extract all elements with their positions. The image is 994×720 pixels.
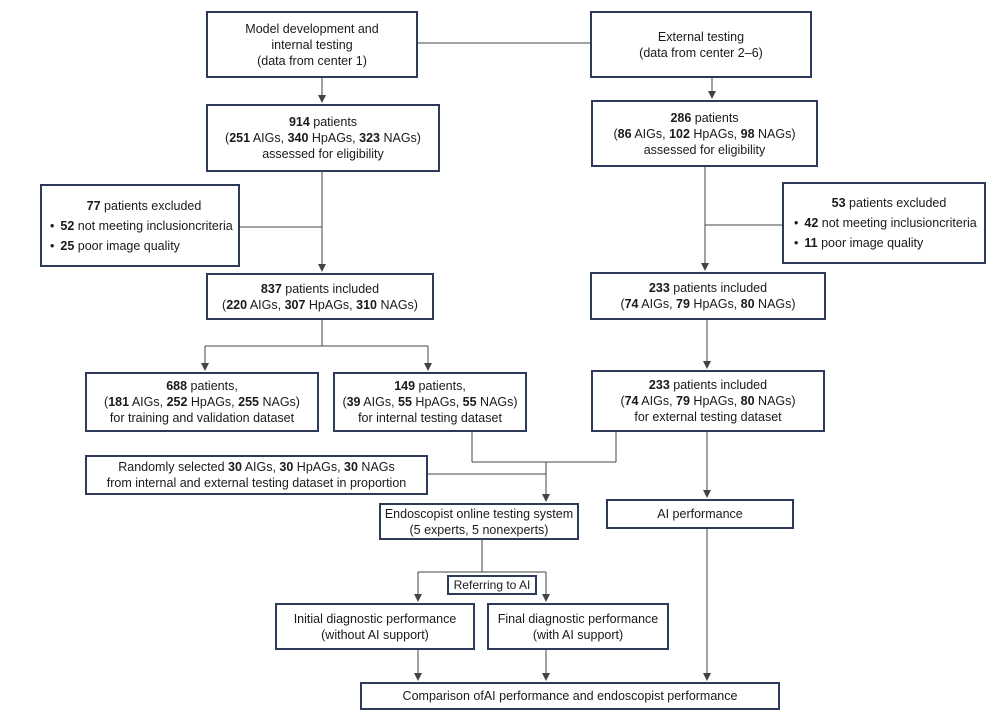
box-text: assessed for eligibility [262,147,384,161]
box-right-excluded: 53 patients excluded 42 not meeting incl… [782,182,986,264]
box-text: 233 patients included [648,281,768,295]
box-external-testing: External testing (data from center 2–6) [590,11,812,78]
box-text: 233 patients included [648,378,768,392]
box-text: (181 AIGs, 252 HpAGs, 255 NAGs) [104,395,300,409]
box-endoscopist-testing: Endoscopist online testing system (5 exp… [379,503,579,540]
box-referring-to-ai: Referring to AI [447,575,537,595]
box-text: 914 patients [288,115,358,129]
box-text: (data from center 1) [257,53,367,68]
box-text: from internal and external testing datas… [106,476,407,490]
box-text: (74 AIGs, 79 HpAGs, 80 NAGs) [620,394,796,408]
box-text: 77 patients excluded [86,198,202,213]
box-text: (5 experts, 5 nonexperts) [409,522,549,537]
box-bullet: 52 not meeting inclusioncriteria [50,218,232,234]
box-text: Final diagnostic performance [497,611,659,626]
box-text: (220 AIGs, 307 HpAGs, 310 NAGs) [222,297,418,312]
box-text: 149 patients, [394,379,466,393]
box-text: Endoscopist online testing system [384,506,574,521]
box-text: Comparison ofAI performance and endoscop… [402,689,738,703]
box-ai-performance: AI performance [606,499,794,529]
box-model-development: Model development and internal testing (… [206,11,418,78]
box-text: Referring to AI [453,578,531,592]
box-bullet: 11 poor image quality [794,235,923,251]
box-text: Initial diagnostic performance [293,611,457,626]
box-text: (with AI support) [532,627,624,642]
box-text: 53 patients excluded [831,196,947,210]
box-text: 286 patients [670,110,739,125]
box-text: for external testing dataset [634,410,782,424]
box-right-included: 233 patients included (74 AIGs, 79 HpAGs… [590,272,826,320]
box-text: Model development and [245,21,379,36]
box-internal-testing-dataset: 149 patients, (39 AIGs, 55 HpAGs, 55 NAG… [333,372,527,432]
box-training-dataset: 688 patients, (181 AIGs, 252 HpAGs, 255 … [85,372,319,432]
box-left-excluded: 77 patients excluded 52 not meeting incl… [40,184,240,267]
box-text: (39 AIGs, 55 HpAGs, 55 NAGs) [342,395,518,409]
box-text: (data from center 2–6) [639,45,763,60]
box-right-assessed: 286 patients (86 AIGs, 102 HpAGs, 98 NAG… [591,100,818,167]
box-random-selection: Randomly selected 30 AIGs, 30 HpAGs, 30 … [85,455,428,495]
box-text: internal testing [271,37,353,52]
box-final-performance: Final diagnostic performance (with AI su… [487,603,669,650]
box-text: (86 AIGs, 102 HpAGs, 98 NAGs) [613,126,796,141]
box-text: 837 patients included [260,281,380,296]
box-text: 688 patients, [166,379,238,393]
box-text: External testing [657,29,745,44]
box-text: assessed for eligibility [643,142,766,157]
box-text: (without AI support) [321,627,429,642]
box-bullet: 25 poor image quality [50,238,180,254]
box-external-testing-dataset: 233 patients included (74 AIGs, 79 HpAGs… [591,370,825,432]
box-initial-performance: Initial diagnostic performance (without … [275,603,475,650]
box-text: (251 AIGs, 340 HpAGs, 323 NAGs) [225,131,421,145]
box-text: for internal testing dataset [358,411,502,425]
box-text: AI performance [657,507,743,521]
box-text: (74 AIGs, 79 HpAGs, 80 NAGs) [620,297,796,311]
box-bullet: 42 not meeting inclusioncriteria [794,215,976,231]
box-text: Randomly selected 30 AIGs, 30 HpAGs, 30 … [118,460,395,474]
box-comparison: Comparison ofAI performance and endoscop… [360,682,780,710]
box-left-assessed: 914 patients (251 AIGs, 340 HpAGs, 323 N… [206,104,440,172]
box-left-included: 837 patients included (220 AIGs, 307 HpA… [206,273,434,320]
box-text: for training and validation dataset [109,411,295,425]
